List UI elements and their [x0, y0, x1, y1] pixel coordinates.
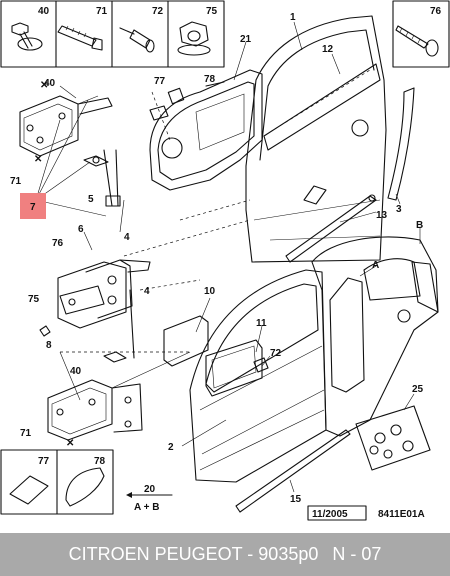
- svg-text:✕: ✕: [34, 154, 42, 165]
- callout-78: 78: [204, 74, 216, 85]
- callout-numbers: 7 40 71 5 4 6 76 75 4 8 40 71 77 78 21 1…: [10, 12, 424, 505]
- screw-icon: [395, 25, 439, 57]
- group-number: 20: [144, 484, 156, 495]
- callout-6: 6: [78, 224, 84, 235]
- callout-40-top: 40: [44, 78, 56, 89]
- footer-title: CITROEN PEUGEOT - 9035p0: [68, 544, 319, 564]
- part-box-78[interactable]: 78: [65, 456, 106, 507]
- callout-3: 3: [396, 204, 402, 215]
- svg-text:72: 72: [152, 6, 164, 17]
- figure-code: 8411E01A: [378, 509, 425, 520]
- callout-12: 12: [322, 44, 334, 55]
- callout-13: 13: [376, 210, 388, 221]
- fastener-kit: [355, 405, 431, 471]
- callout-A: A: [372, 260, 379, 271]
- trim-pad-icon: [65, 467, 105, 507]
- svg-text:75: 75: [206, 6, 218, 17]
- footer-bar: CITROEN PEUGEOT - 9035p0 N - 07: [0, 533, 450, 576]
- callout-8: 8: [46, 340, 52, 351]
- figure-codes: 11/2005 8411E01A: [307, 505, 425, 521]
- part-box-77[interactable]: 77: [9, 456, 50, 505]
- callout-4-mid: 4: [144, 286, 150, 297]
- highlight-box-7[interactable]: [20, 193, 46, 219]
- lower-hinge-assembly: ✕: [39, 259, 191, 449]
- sill-moulding: [235, 429, 351, 513]
- part-box-71[interactable]: 71: [57, 6, 108, 51]
- callout-B: B: [416, 220, 423, 231]
- front-door-shell: [245, 15, 387, 263]
- trim-clips: [149, 81, 225, 121]
- group-formula: A + B: [134, 502, 159, 513]
- top-parts-strip: 40 71 72 75: [0, 0, 450, 68]
- callout-5: 5: [88, 194, 94, 205]
- callout-71-top: 71: [10, 176, 22, 187]
- date-code: 11/2005: [312, 509, 348, 520]
- nut-icon: [177, 21, 211, 56]
- svg-text:78: 78: [94, 456, 106, 467]
- belt-strip: [285, 194, 377, 263]
- callout-25: 25: [412, 384, 424, 395]
- bolt-icon: [57, 25, 103, 51]
- callout-11: 11: [256, 318, 267, 329]
- part-box-76[interactable]: 76: [395, 6, 442, 57]
- door-seal-strip: [387, 87, 415, 201]
- part-box-72[interactable]: 72: [119, 6, 164, 53]
- svg-text:76: 76: [430, 6, 442, 17]
- upper-hinge-assembly: ✕ ✕: [19, 80, 121, 207]
- door-trim-panel: [149, 69, 263, 191]
- footer-page: N - 07: [332, 544, 382, 564]
- part-box-40[interactable]: 40: [11, 6, 50, 51]
- screw-washer-icon: [11, 22, 43, 51]
- rear-door-shell: [189, 269, 327, 483]
- callout-72: 72: [270, 348, 282, 359]
- callout-2: 2: [168, 442, 174, 453]
- callout-75: 75: [28, 294, 40, 305]
- callout-76: 76: [52, 238, 64, 249]
- callout-10: 10: [204, 286, 216, 297]
- callout-1: 1: [290, 12, 296, 23]
- callout-21: 21: [240, 34, 252, 45]
- door-lock-module: [163, 315, 269, 397]
- callout-15: 15: [290, 494, 302, 505]
- svg-text:40: 40: [38, 6, 50, 17]
- svg-text:✕: ✕: [40, 80, 48, 91]
- callout-40-bottom: 40: [70, 366, 82, 377]
- svg-text:✕: ✕: [66, 438, 74, 449]
- parts-diagram: 40 71 72 75: [0, 0, 450, 521]
- callout-71-bottom: 71: [20, 428, 32, 439]
- rivet-icon: [119, 27, 155, 53]
- callout-77: 77: [154, 76, 166, 87]
- callout-7: 7: [30, 202, 36, 213]
- svg-text:71: 71: [96, 6, 108, 17]
- foam-pad-icon: [9, 475, 49, 505]
- callout-4-top: 4: [124, 232, 130, 243]
- callout-leaders: [35, 21, 421, 493]
- assembly-group-label: 20 A + B: [126, 484, 173, 513]
- part-box-75[interactable]: 75: [177, 6, 218, 56]
- bottom-parts-boxes: 77 78: [0, 449, 114, 515]
- svg-text:77: 77: [38, 456, 50, 467]
- body-side-aperture: [311, 236, 439, 437]
- leader-lines: [123, 91, 251, 291]
